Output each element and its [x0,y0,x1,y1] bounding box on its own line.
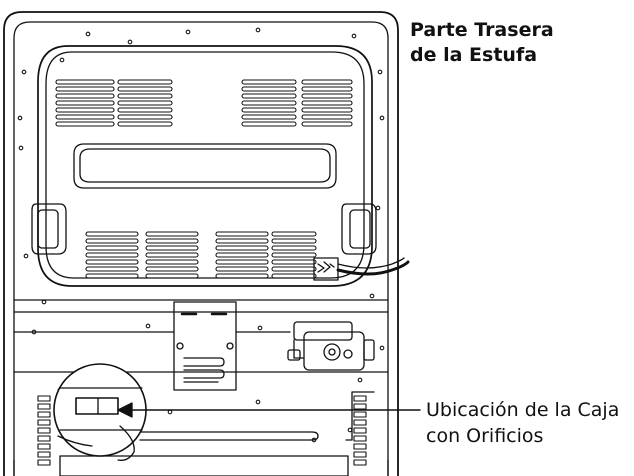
side-vent-slot [353,443,367,450]
vent-slot [215,266,269,272]
vent-slot [55,121,115,127]
vent-slot [241,114,297,120]
gas-regulator [287,321,375,371]
side-handles [31,203,377,255]
callout-label: Ubicación de la Caja con Orificios [426,397,619,449]
vent-slot [241,100,297,106]
vent-slot [145,273,199,279]
vent-slot [215,245,269,251]
callout-arrow [117,402,421,418]
side-vent-slot [37,427,51,434]
diagram-title: Parte Trasera de la Estufa [410,18,554,68]
vent-slot [145,231,199,237]
vent-slot [55,114,115,120]
vent-slot [145,238,199,244]
vent-slot [145,259,199,265]
vent-slot [55,100,115,106]
center-bracket [173,301,237,391]
vent-slot [301,100,353,106]
vent-slot [117,79,173,85]
vent-slot [117,107,173,113]
vent-slot [145,252,199,258]
vent-slot [241,93,297,99]
vent-slot [301,79,353,85]
vent-slot [85,245,139,251]
vent-slot [85,252,139,258]
side-vent-slot [37,451,51,458]
cabinet-screws [17,27,385,443]
vent-slot [241,107,297,113]
vent-slot [117,93,173,99]
side-vent-slot [353,403,367,410]
side-vent-slot [353,459,367,466]
vent-slot [271,266,317,272]
vent-slot [85,238,139,244]
vent-slot [301,121,353,127]
vent-slot [271,259,317,265]
side-vent-slot [37,395,51,402]
back-panel [37,45,373,287]
gas-line [139,391,375,441]
lower-side-vents [37,395,367,466]
vent-slot [271,252,317,258]
vent-slot [117,121,173,127]
vent-slot [271,238,317,244]
vent-slot [271,231,317,237]
vent-slot [301,93,353,99]
power-cord-terminal [313,257,410,281]
side-vent-slot [353,419,367,426]
side-vent-slot [37,435,51,442]
floor-rail [13,455,389,476]
vent-slots [55,79,353,279]
side-vent-slot [37,411,51,418]
title-line-1: Parte Trasera [410,19,554,41]
vent-slot [55,86,115,92]
vent-slot [117,86,173,92]
vent-slot [215,252,269,258]
vent-slot [215,273,269,279]
side-vent-slot [37,419,51,426]
vent-slot [145,266,199,272]
vent-slot [301,107,353,113]
vent-slot [241,79,297,85]
vent-slot [85,273,139,279]
callout-line-2: con Orificios [426,425,544,447]
vent-slot [117,114,173,120]
vent-slot [215,231,269,237]
side-vent-slot [37,459,51,466]
side-vent-slot [353,411,367,418]
vent-slot [271,273,317,279]
side-vent-slot [353,427,367,434]
vent-slot [301,86,353,92]
vent-slot [55,93,115,99]
side-vent-slot [37,443,51,450]
vent-slot [215,238,269,244]
vent-slot [55,107,115,113]
vent-slot [215,259,269,265]
title-line-2: de la Estufa [410,44,538,66]
vent-slot [301,114,353,120]
side-vent-slot [353,395,367,402]
side-vent-slot [353,451,367,458]
side-vent-slot [353,435,367,442]
vent-slot [85,259,139,265]
vent-slot [241,121,297,127]
vent-slot [55,79,115,85]
vent-slot [85,231,139,237]
vent-slot [117,100,173,106]
side-vent-slot [37,403,51,410]
vent-slot [145,245,199,251]
vent-slot [241,86,297,92]
vent-slot [271,245,317,251]
callout-line-1: Ubicación de la Caja [426,399,620,421]
vent-slot [85,266,139,272]
